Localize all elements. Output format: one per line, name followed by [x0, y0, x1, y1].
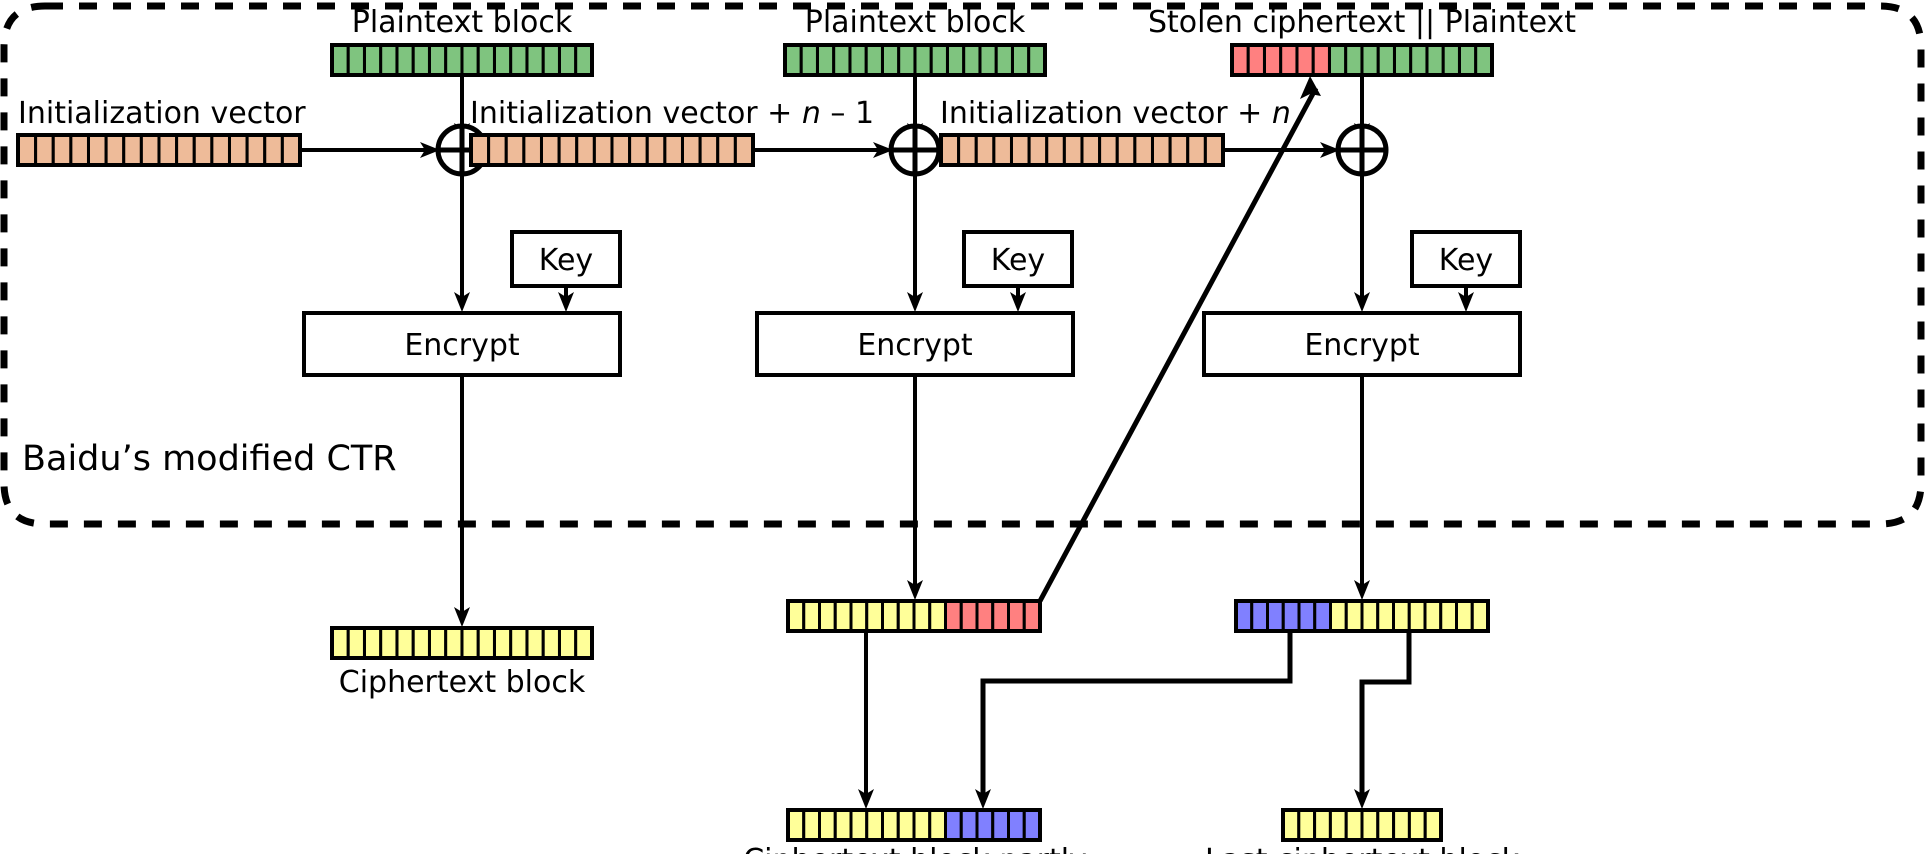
col1-arrowhead-3	[454, 292, 470, 312]
col1-arrowhead-5	[454, 607, 470, 627]
col2-plaintext-block	[783, 43, 1047, 77]
col2-encrypt-box: Encrypt	[755, 311, 1075, 377]
col1-plaintext-label: Plaintext block	[352, 5, 573, 40]
col2-xor-gate	[888, 123, 942, 177]
col2-arrowhead-5	[907, 580, 923, 600]
col2-bottom-ciphertext-label: Ciphertext block partly encrypted twice	[617, 850, 1212, 854]
col1-iv-label: Initialization vector	[18, 96, 306, 131]
col3-iv-label: Initialization vector + n	[940, 96, 1291, 131]
col3-arrowhead-5	[1354, 580, 1370, 600]
col3-last-ciphertext-block	[1281, 808, 1443, 842]
col1-iv-block	[16, 133, 302, 167]
col2-iv-block	[469, 133, 755, 167]
col3-stolen-plaintext-label: Stolen ciphertext || Plaintext	[1148, 5, 1576, 40]
stolen-ciphertext-arrowhead	[1300, 76, 1321, 99]
col1-encrypt-label: Encrypt	[404, 328, 520, 363]
stolen-ciphertext-diagonal-wire	[1037, 86, 1319, 603]
col3-iv-block	[939, 133, 1225, 167]
last-ciphertext-arrowhead	[1354, 789, 1370, 809]
col3-encrypt-label: Encrypt	[1304, 328, 1420, 363]
col2-bottom-ciphertext-block	[786, 808, 1042, 842]
col1-encrypt-box: Encrypt	[302, 311, 622, 377]
col1-ciphertext-label: Ciphertext block	[339, 665, 586, 700]
blue-feedback-route-wire	[980, 631, 1293, 797]
col3-mid-ciphertext-block	[1234, 599, 1490, 633]
last-ciphertext-route-wire	[1359, 631, 1412, 797]
col2-iv-label: Initialization vector + n – 1	[470, 96, 874, 131]
modified-ctr-frame	[0, 2, 1925, 528]
col1-ciphertext-block	[330, 626, 594, 660]
col2-arrowhead-4	[1010, 292, 1026, 312]
col1-key-box: Key	[510, 230, 622, 288]
col2-key-box: Key	[962, 230, 1074, 288]
col3-encrypt-box: Encrypt	[1202, 311, 1522, 377]
col1-arrowhead-2	[420, 142, 440, 158]
col2-encrypt-label: Encrypt	[857, 328, 973, 363]
col3-key-box: Key	[1410, 230, 1522, 288]
col3-stolen-plaintext-block	[1230, 43, 1494, 77]
col1-key-label: Key	[539, 243, 593, 278]
col2-arrowhead-3	[907, 292, 923, 312]
col3-arrowhead-3	[1354, 292, 1370, 312]
col2-key-label: Key	[991, 243, 1045, 278]
col3-last-ciphertext-label: Last ciphertext block	[1205, 850, 1520, 854]
col2-arrowhead-2	[873, 142, 893, 158]
col3-arrowhead-2	[1320, 142, 1340, 158]
col3-key-label: Key	[1439, 243, 1493, 278]
col2-plaintext-label: Plaintext block	[805, 5, 1026, 40]
col2-arrowhead-6	[858, 789, 874, 809]
col2-mid-ciphertext-block	[786, 599, 1042, 633]
col1-arrowhead-4	[558, 292, 574, 312]
col3-arrowhead-4	[1458, 292, 1474, 312]
blue-feedback-arrowhead	[975, 789, 991, 809]
col1-plaintext-block	[330, 43, 594, 77]
modified-ctr-frame-label: Baidu’s modified CTR	[22, 439, 397, 479]
col3-xor-gate	[1335, 123, 1389, 177]
